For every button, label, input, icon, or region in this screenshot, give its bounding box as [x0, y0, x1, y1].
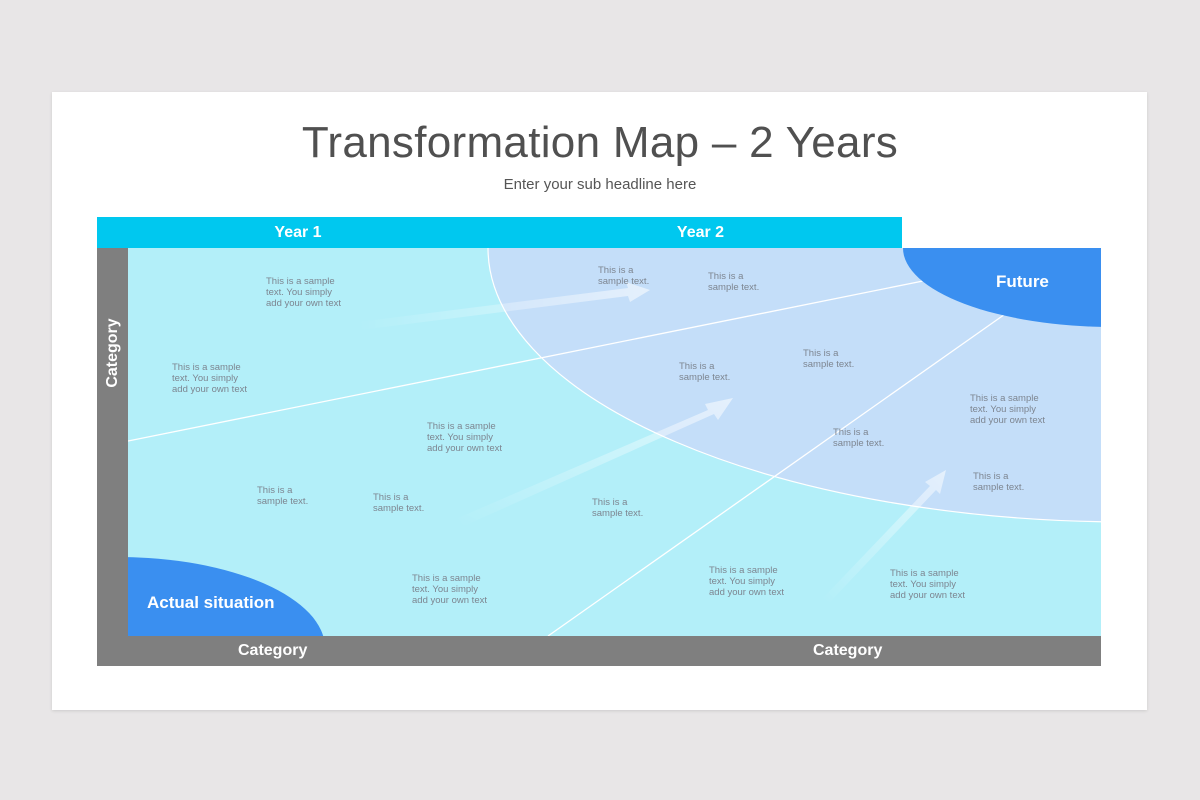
transformation-map-area: Future Actual situation This is a sample…	[128, 248, 1101, 636]
note-2: This is a sample text.	[598, 265, 650, 287]
year-1-label: Year 1	[274, 224, 322, 241]
note-16: This is a sample text. You simply add yo…	[890, 568, 965, 601]
horizontal-category-label-1: Category	[238, 642, 308, 659]
horizontal-axis-bar: Category Category	[97, 636, 1101, 666]
year-2-label: Year 2	[676, 224, 725, 241]
note-14: This is a sample text. You simply add yo…	[412, 573, 487, 606]
future-label: Future	[996, 272, 1049, 291]
note-1: This is a sample text. You simply add yo…	[266, 276, 341, 309]
page-title: Transformation Map – 2 Years	[301, 118, 899, 167]
note-7: This is a sample text. You simply add yo…	[970, 393, 1045, 426]
note-15: This is a sample text. You simply add yo…	[709, 565, 784, 598]
note-3: This is a sample text.	[708, 271, 760, 293]
actual-situation-zone	[128, 557, 324, 636]
map-graphics	[128, 248, 1101, 636]
note-12: This is a sample text.	[592, 497, 644, 519]
arrow-middle	[458, 398, 733, 526]
note-8: This is a sample text.	[833, 427, 885, 449]
guide-line-lower	[547, 311, 1009, 636]
note-4: This is a sample text. You simply add yo…	[172, 362, 247, 395]
year-header-bar: Year 1 Year 2	[97, 217, 902, 248]
note-10: This is a sample text.	[257, 485, 309, 507]
actual-situation-label: Actual situation	[147, 593, 275, 612]
year-2-zone	[487, 248, 1101, 523]
vertical-category-label: Category	[103, 318, 121, 388]
horizontal-category-label-2: Category	[813, 642, 883, 659]
page-subtitle: Enter your sub headline here	[503, 176, 697, 193]
future-zone	[903, 248, 1101, 327]
note-5: This is a sample text.	[679, 361, 731, 383]
arrow-top	[358, 282, 650, 330]
note-6: This is a sample text.	[803, 348, 855, 370]
note-13: This is a sample text.	[973, 471, 1025, 493]
arrow-lower-right	[823, 470, 946, 602]
note-9: This is a sample text. You simply add yo…	[427, 421, 502, 454]
vertical-axis-bar	[97, 248, 128, 666]
vertical-axis-label-wrap: Category	[97, 248, 128, 458]
note-11: This is a sample text.	[373, 492, 425, 514]
guide-line-upper	[128, 279, 929, 442]
